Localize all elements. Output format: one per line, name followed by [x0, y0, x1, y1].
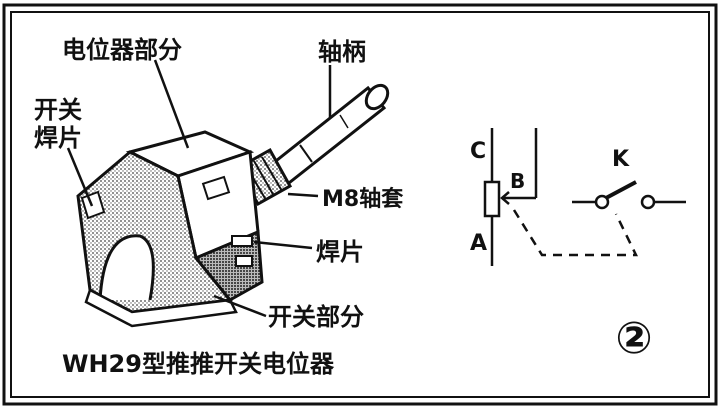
- terminal-c: C: [470, 139, 486, 164]
- terminal-a: A: [470, 231, 487, 256]
- base-plate: [84, 288, 238, 328]
- shaft-end: [364, 83, 390, 111]
- label-solder-tab: 焊片: [316, 238, 364, 266]
- resistor-symbol: [483, 180, 501, 218]
- outer-frame: [2, 3, 718, 406]
- label-switch-tab-line2: 焊片: [34, 124, 82, 152]
- wiper-arrow: [500, 191, 510, 205]
- switch-blade: [605, 180, 637, 200]
- schematic: [483, 128, 686, 266]
- switch-contact-left: [594, 194, 610, 210]
- leader-switch-part: [213, 294, 267, 318]
- leader-m8: [287, 192, 319, 198]
- figure-number: ②: [615, 313, 652, 364]
- switch-tab-shape: [80, 190, 106, 220]
- switch-contact-right: [640, 194, 656, 210]
- inner-frame: [10, 11, 710, 398]
- terminal-b: B: [510, 169, 525, 193]
- switch-k-label: K: [612, 147, 630, 172]
- mechanical-link: [512, 209, 639, 257]
- solder-tab-shape: [231, 235, 253, 247]
- leader-solder: [253, 240, 313, 250]
- leader-switch-tab: [66, 147, 94, 207]
- leader-lines: [66, 59, 332, 318]
- label-m8-bushing: M8轴套: [322, 186, 403, 212]
- label-switch-part: 开关部分: [268, 303, 364, 331]
- potentiometer-illustration: [76, 83, 390, 328]
- caption: WH29型推推开关电位器: [62, 350, 335, 378]
- label-potentiometer-part: 电位器部分: [62, 36, 182, 64]
- label-shaft-handle: 轴柄: [318, 38, 366, 66]
- switch-cap: [98, 234, 155, 301]
- leader-pot-part: [153, 59, 190, 149]
- label-switch-tab-line1: 开关: [34, 96, 82, 124]
